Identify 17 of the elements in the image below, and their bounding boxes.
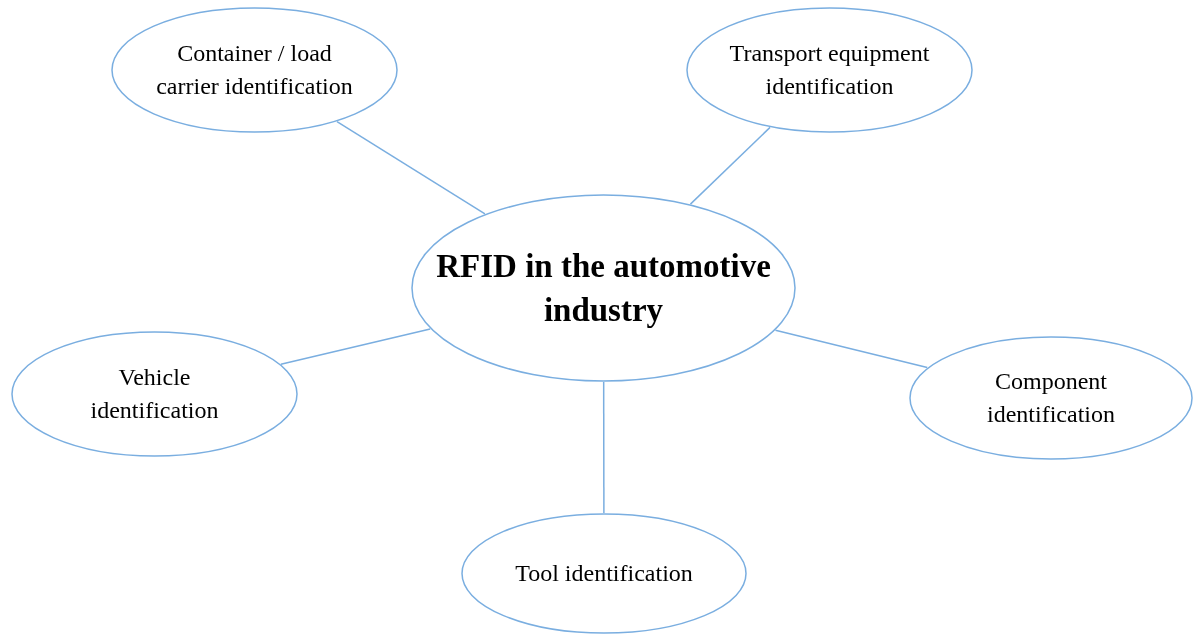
- node-label: Tool identification: [515, 559, 693, 588]
- connector-line: [602, 381, 605, 514]
- central-topic: RFID in the automotive industry: [435, 247, 772, 330]
- node-label: Component identification: [986, 367, 1116, 429]
- ellipse-node: [111, 7, 398, 133]
- node-label: Container / load carrier identification: [155, 39, 354, 101]
- ellipse-node: [461, 513, 747, 634]
- connector-line: [689, 126, 771, 205]
- connector-line: [774, 329, 928, 369]
- connector-line: [336, 120, 486, 215]
- ellipse-node: [909, 336, 1193, 460]
- ellipse-node: [11, 331, 298, 457]
- node-label: Transport equipment identification: [728, 39, 931, 101]
- connector-line: [280, 328, 431, 365]
- ellipse-node: [686, 7, 973, 133]
- node-label: Vehicle identification: [89, 363, 220, 425]
- ellipse-node: [411, 194, 796, 382]
